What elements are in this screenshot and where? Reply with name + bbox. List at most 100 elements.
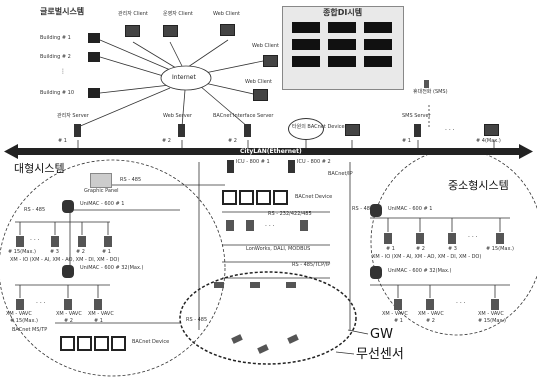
icu-label: ICU - 800 # 2: [297, 159, 331, 165]
field-device-icon: [300, 220, 308, 231]
ellipsis: · · ·: [445, 127, 455, 134]
ellipsis: · · ·: [265, 223, 275, 230]
client-monitor-icon: [163, 25, 178, 37]
server-index: # 2: [162, 138, 171, 144]
mobile-phone-icon: [424, 80, 429, 88]
client-monitor-icon: [263, 55, 278, 67]
small-system-title: 중소형시스템: [448, 179, 509, 192]
ellipsis: · · ·: [456, 300, 466, 307]
xm-io-sublabel: XM - IO (XM - AI, XM - AO, XM - DI, XM -…: [372, 254, 482, 260]
device-index: # 1: [94, 318, 103, 324]
vavc-label: XM - VAVC: [478, 311, 504, 317]
gw-callout: GW: [370, 327, 393, 342]
building-label: Building # 1: [40, 35, 71, 41]
client-label: Web Client: [213, 11, 240, 17]
building-icon: [88, 52, 100, 62]
wireless-gateway-icon: [250, 282, 260, 288]
central-system-title: 글로벌시스템: [40, 7, 85, 16]
client-monitor-icon: [253, 89, 268, 101]
client-monitor-icon: [220, 24, 235, 36]
bacnet-device-icon: [60, 336, 75, 351]
xm-io-device-icon: [51, 236, 59, 247]
bacnet-device-gw-label: 타원의 BACnet Device: [292, 124, 345, 130]
server-index: # 4(Max.): [476, 138, 501, 144]
bacnet-device-icon: [222, 190, 237, 205]
integrated-panel-title: 종합DI시템: [323, 8, 363, 17]
wireless-gateway-icon: [214, 282, 224, 288]
unimac-label: UniMAC - 600 # 1: [80, 201, 125, 207]
device-index: # 2: [76, 249, 85, 255]
xm-io-device-icon: [78, 236, 86, 247]
icu-label: ICU - 800 # 1: [236, 159, 270, 165]
ellipsis: · · ·: [30, 237, 40, 244]
building-label: Building # 10: [40, 90, 75, 96]
bacnet-ip-label: BACnet/IP: [328, 171, 353, 177]
vavc-device-icon: [394, 299, 402, 310]
unimac-label: UniMAC - 600 # 1: [388, 206, 433, 212]
graphic-panel-icon: [90, 173, 112, 188]
client-label: 운영자 Client: [163, 11, 193, 17]
ellipsis: · · ·: [36, 300, 46, 307]
server-icon: [414, 124, 421, 137]
vavc-device-icon: [491, 299, 499, 310]
rs485-label: RS - 485: [352, 206, 374, 212]
unimac-label: UniMAC - 600 # 32(Max.): [80, 265, 144, 271]
device-index: # 2: [426, 318, 435, 324]
unimac-icon: [370, 204, 382, 217]
icu-icon: [227, 160, 234, 173]
device-index: # 1: [386, 246, 395, 252]
vavc-device-icon: [94, 299, 102, 310]
bacnet-device-label: BACnet Device: [132, 339, 170, 345]
vavc-label: XM - VAVC: [88, 311, 114, 317]
bacnet-device-icon: [239, 190, 254, 205]
xm-io-device-icon: [416, 233, 424, 244]
ellipsis: ⋮: [60, 68, 66, 75]
vavc-device-icon: [426, 299, 434, 310]
client-label: 관리자 Client: [118, 11, 148, 17]
backbone-label: CityLAN(Ethernet): [240, 148, 302, 155]
building-icon: [88, 88, 100, 98]
server-icon: [178, 124, 185, 137]
device-index: # 1: [394, 318, 403, 324]
vavc-device-icon: [64, 299, 72, 310]
lonworks-label: LonWorks, DALI, MODBUS: [246, 246, 311, 252]
rs485-label: RS - 485: [120, 177, 142, 183]
workstation-icon: [345, 124, 360, 136]
xm-io-device-icon: [104, 236, 112, 247]
bacnet-server-label: BACnet Interface Server: [213, 113, 274, 119]
server-icon: [74, 124, 81, 137]
wireless-sensor-callout: 무선센서: [356, 347, 404, 362]
bacnet-device-icon: [94, 336, 109, 351]
xm-io-device-icon: [384, 233, 392, 244]
vavc-label: XM - VAVC: [6, 311, 32, 317]
web-server-label: Web Server: [163, 113, 192, 119]
large-system-title: 대형시스템: [14, 162, 65, 175]
rs232-label: RS - 232/422/485: [268, 211, 312, 217]
vavc-label: XM - VAVC: [382, 311, 408, 317]
unimac-icon: [370, 266, 382, 279]
device-index: # 2: [416, 246, 425, 252]
xm-io-sublabel: XM - IO (XM - AI, XM - AO, XM - DI, XM -…: [10, 257, 120, 263]
rs485-label: RS - 485: [186, 317, 208, 323]
device-index: # 2: [64, 318, 73, 324]
device-index: # 15(Max.): [478, 318, 506, 324]
server-index: # 1: [402, 138, 411, 144]
client-monitor-icon: [125, 25, 140, 37]
bacnet-device-icon: [273, 190, 288, 205]
admin-server-label: 관리자 Server: [57, 113, 89, 119]
device-index: # 1: [102, 249, 111, 255]
bacnet-device-icon: [77, 336, 92, 351]
vavc-label: XM - VAVC: [418, 311, 444, 317]
xm-io-device-icon: [448, 233, 456, 244]
display-wall: [292, 22, 392, 82]
workstation-icon: [484, 124, 499, 136]
field-device-icon: [226, 220, 234, 231]
building-icon: [88, 33, 100, 43]
sms-server-label: SMS Server: [402, 113, 431, 119]
ellipsis: · · ·: [468, 234, 478, 241]
server-index: # 1: [58, 138, 67, 144]
device-index: # 15(Max.): [10, 318, 38, 324]
field-device-icon: [246, 220, 254, 231]
device-index: # 3: [50, 249, 59, 255]
